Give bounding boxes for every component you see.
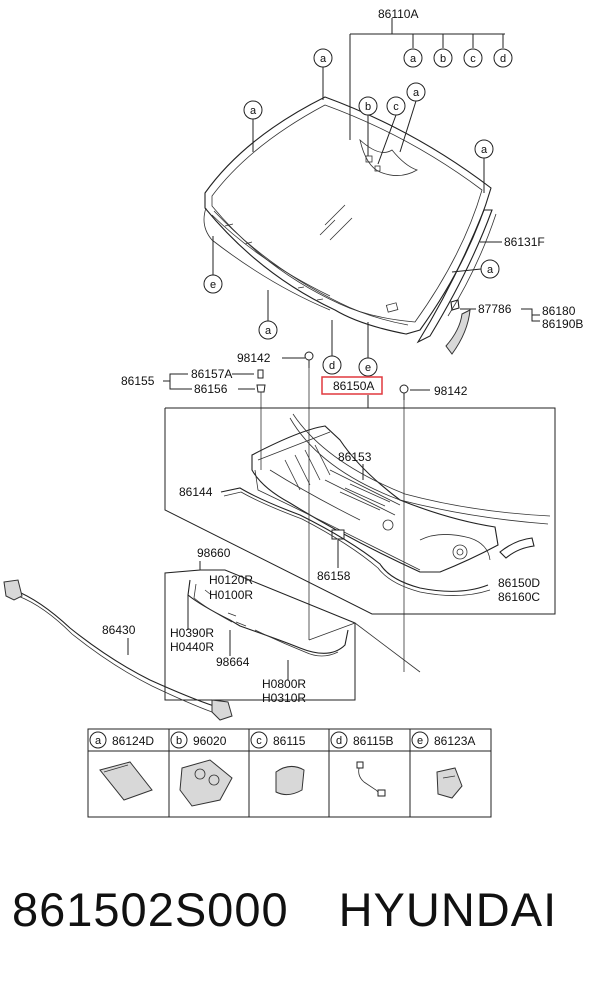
side-clip-parts <box>445 299 471 355</box>
callout-b-top: b <box>433 48 453 68</box>
legend-letter: e <box>417 735 423 747</box>
label-86190b: 86190B <box>542 317 583 331</box>
legend-letter: a <box>95 735 102 747</box>
svg-text:b: b <box>365 101 371 113</box>
svg-text:e: e <box>365 362 371 374</box>
label-98664: 98664 <box>216 655 250 669</box>
label-87786: 87786 <box>478 302 512 316</box>
screw-left <box>304 351 314 368</box>
callout-e-left: e <box>203 274 223 294</box>
legend-cell-e: e 86123A <box>411 731 475 749</box>
label-98660: 98660 <box>197 546 231 560</box>
seal-strip <box>220 487 491 596</box>
label-98142-right: 98142 <box>434 384 468 398</box>
svg-text:d: d <box>329 360 335 372</box>
label-h0100r: H0100R <box>209 588 253 602</box>
assembly-bracket <box>349 18 505 140</box>
callout-a-5: a <box>258 320 278 340</box>
legend-letter: d <box>336 735 342 747</box>
end-cover <box>499 537 535 559</box>
label-86153: 86153 <box>338 450 372 464</box>
legend-letter-circle <box>170 731 188 749</box>
svg-text:a: a <box>265 325 272 337</box>
label-86157a: 86157A <box>191 367 232 381</box>
svg-text:c: c <box>470 53 476 65</box>
brand-name: HYUNDAI <box>338 883 558 936</box>
legend-part-number: 96020 <box>193 734 227 748</box>
windshield-glass <box>203 96 492 335</box>
svg-text:a: a <box>320 53 327 65</box>
legend-letter-circle <box>250 731 268 749</box>
label-h0440r: H0440R <box>170 640 214 654</box>
legend-letter-circle <box>330 731 348 749</box>
callout-a-6: a <box>480 259 500 279</box>
svg-text:d: d <box>500 53 506 65</box>
part-number: 861502S000 <box>12 883 289 936</box>
callout-a-top: a <box>403 48 423 68</box>
svg-text:a: a <box>250 105 257 117</box>
fastener-small <box>257 369 264 379</box>
label-86150d: 86150D <box>498 576 540 590</box>
label-86156: 86156 <box>194 382 228 396</box>
svg-text:a: a <box>481 144 488 156</box>
label-86158: 86158 <box>317 569 351 583</box>
fastener-clip <box>256 384 266 393</box>
footer-line: 861502S000 HYUNDAI <box>12 882 592 937</box>
label-h0310r: H0310R <box>262 691 306 705</box>
svg-text:a: a <box>413 87 420 99</box>
svg-text:b: b <box>440 53 446 65</box>
svg-text:e: e <box>210 279 216 291</box>
label-h0390r: H0390R <box>170 626 214 640</box>
legend-cell-d: d 86115B <box>330 731 393 749</box>
label-86131f: 86131F <box>504 235 545 249</box>
label-86160c: 86160C <box>498 590 540 604</box>
legend-letter: b <box>176 735 182 747</box>
legend-cell-b: b 96020 <box>170 731 227 749</box>
cowl-assembly-outline <box>164 395 556 615</box>
wiring-harness <box>3 579 233 721</box>
label-86155: 86155 <box>121 374 155 388</box>
callout-e-right: e <box>358 357 378 377</box>
washer-hose <box>187 579 349 680</box>
legend-cell-a: a 86124D <box>89 731 154 749</box>
svg-text:a: a <box>410 53 417 65</box>
legend-part-number: 86115 <box>273 734 306 748</box>
label-h0800r: H0800R <box>262 677 306 691</box>
callout-b-glass: b <box>358 96 378 116</box>
svg-text:c: c <box>393 101 399 113</box>
legend-cell-c: c 86115 <box>250 731 306 749</box>
screw-right <box>399 384 409 400</box>
legend-part-number: 86124D <box>112 734 154 748</box>
legend-part-drawings <box>99 759 463 807</box>
label-86180: 86180 <box>542 304 576 318</box>
callout-a-3: a <box>406 82 426 102</box>
label-h0120r: H0120R <box>209 573 253 587</box>
cowl-panel <box>251 413 551 573</box>
callout-c-top: c <box>463 48 483 68</box>
callout-a-1: a <box>313 48 333 68</box>
callout-a-4: a <box>474 139 494 159</box>
label-86150a: 86150A <box>333 379 374 393</box>
callout-c-glass: c <box>386 96 406 116</box>
svg-text:a: a <box>487 264 494 276</box>
label-86144: 86144 <box>179 485 213 499</box>
label-86430: 86430 <box>102 623 136 637</box>
side-molding-strip <box>416 209 497 344</box>
callout-d-top: d <box>493 48 513 68</box>
legend-letter-circle <box>411 731 429 749</box>
legend-letter-circle <box>89 731 107 749</box>
callout-a-2: a <box>243 100 263 120</box>
legend-letter: c <box>256 735 262 747</box>
highlight-box <box>321 376 383 395</box>
legend-part-number: 86115B <box>353 734 393 748</box>
legend-part-number: 86123A <box>434 734 475 748</box>
label-98142-left: 98142 <box>237 351 271 365</box>
assembly-label: 86110A <box>378 7 418 21</box>
callout-d-glass: d <box>322 355 342 375</box>
